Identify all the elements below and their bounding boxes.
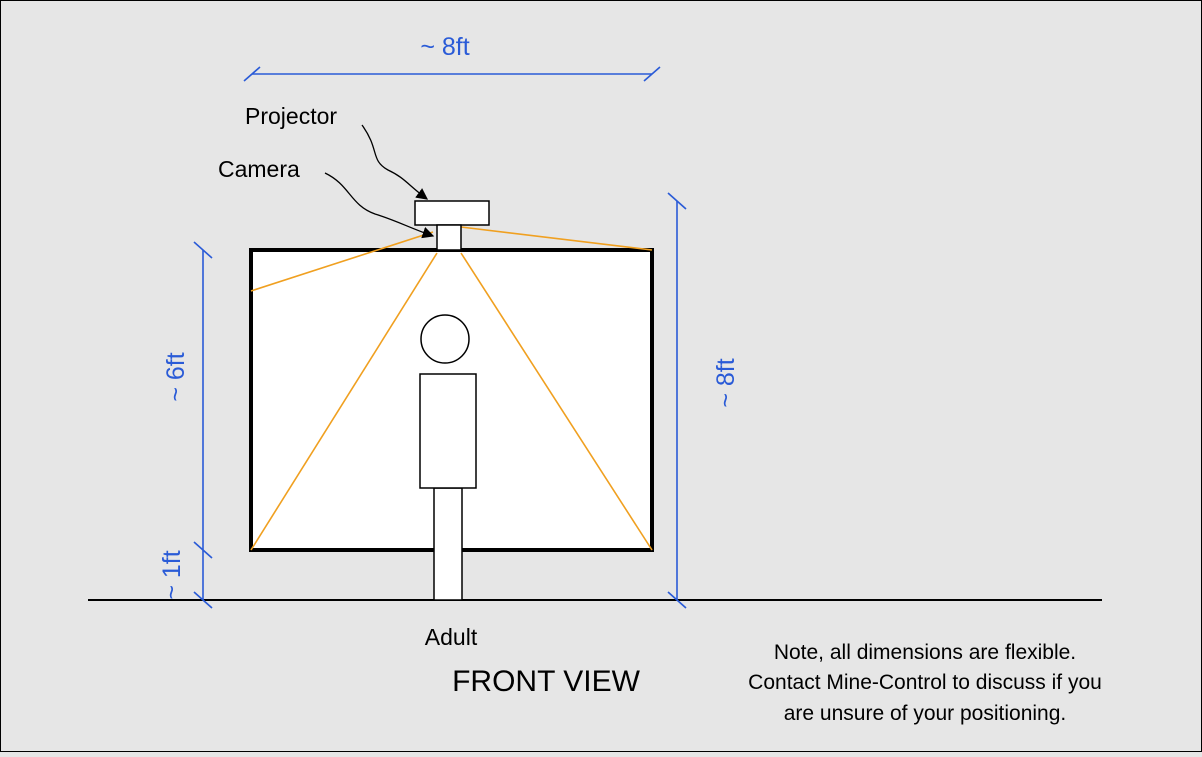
adult-figure <box>419 314 477 601</box>
camera-leader-arrow <box>324 172 435 239</box>
dim-left-tick-bottom <box>193 591 213 609</box>
projection-line-left <box>250 252 438 551</box>
note-block: Note, all dimensions are flexible. Conta… <box>748 641 1102 725</box>
note-line-1: Note, all dimensions are flexible. <box>774 641 1076 664</box>
camera-view-line-left <box>250 231 434 292</box>
projector-leader-arrow <box>361 124 429 200</box>
dim-right-tick-bottom <box>667 591 687 609</box>
label-adult: Adult <box>425 624 478 650</box>
dim-label-screen-height: ~ 6ft <box>162 352 190 401</box>
dim-label-total-height: ~ 8ft <box>712 358 740 407</box>
dim-label-top-width: ~ 8ft <box>420 33 469 61</box>
projection-lines <box>250 226 653 551</box>
dim-left-tick-top <box>193 241 213 259</box>
dimension-lines <box>193 66 687 609</box>
label-camera: Camera <box>218 156 300 182</box>
note-line-2: Contact Mine-Control to discuss if you <box>748 671 1102 694</box>
dim-left-tick-mid <box>193 541 213 559</box>
dim-top-width-tick-right <box>643 66 661 82</box>
label-projector: Projector <box>245 103 337 129</box>
adult-head <box>420 314 470 364</box>
dim-right-tick-top <box>667 192 687 210</box>
projector-box <box>414 200 490 226</box>
camera-box <box>436 224 462 251</box>
adult-legs <box>433 487 463 601</box>
view-title: FRONT VIEW <box>452 665 640 698</box>
dim-top-width-tick-left <box>243 66 261 82</box>
dim-label-floor-gap: ~ 1ft <box>158 550 186 599</box>
note-line-3: are unsure of your positioning. <box>784 702 1067 725</box>
projection-line-right <box>460 252 653 551</box>
adult-body <box>419 373 477 489</box>
camera-view-line-right <box>460 226 653 251</box>
